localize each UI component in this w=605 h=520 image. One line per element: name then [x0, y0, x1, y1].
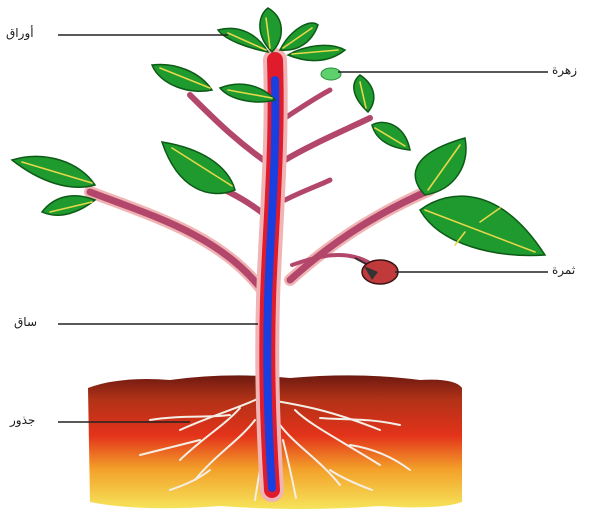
fruit: [355, 258, 398, 284]
label-flower: زهرة: [552, 63, 577, 77]
label-leaves: أوراق: [6, 26, 34, 40]
stem: [267, 60, 275, 490]
flower: [321, 68, 341, 80]
label-roots: جذور: [10, 413, 35, 427]
label-fruit: ثمرة: [552, 263, 575, 277]
label-stem: ساق: [14, 315, 37, 329]
